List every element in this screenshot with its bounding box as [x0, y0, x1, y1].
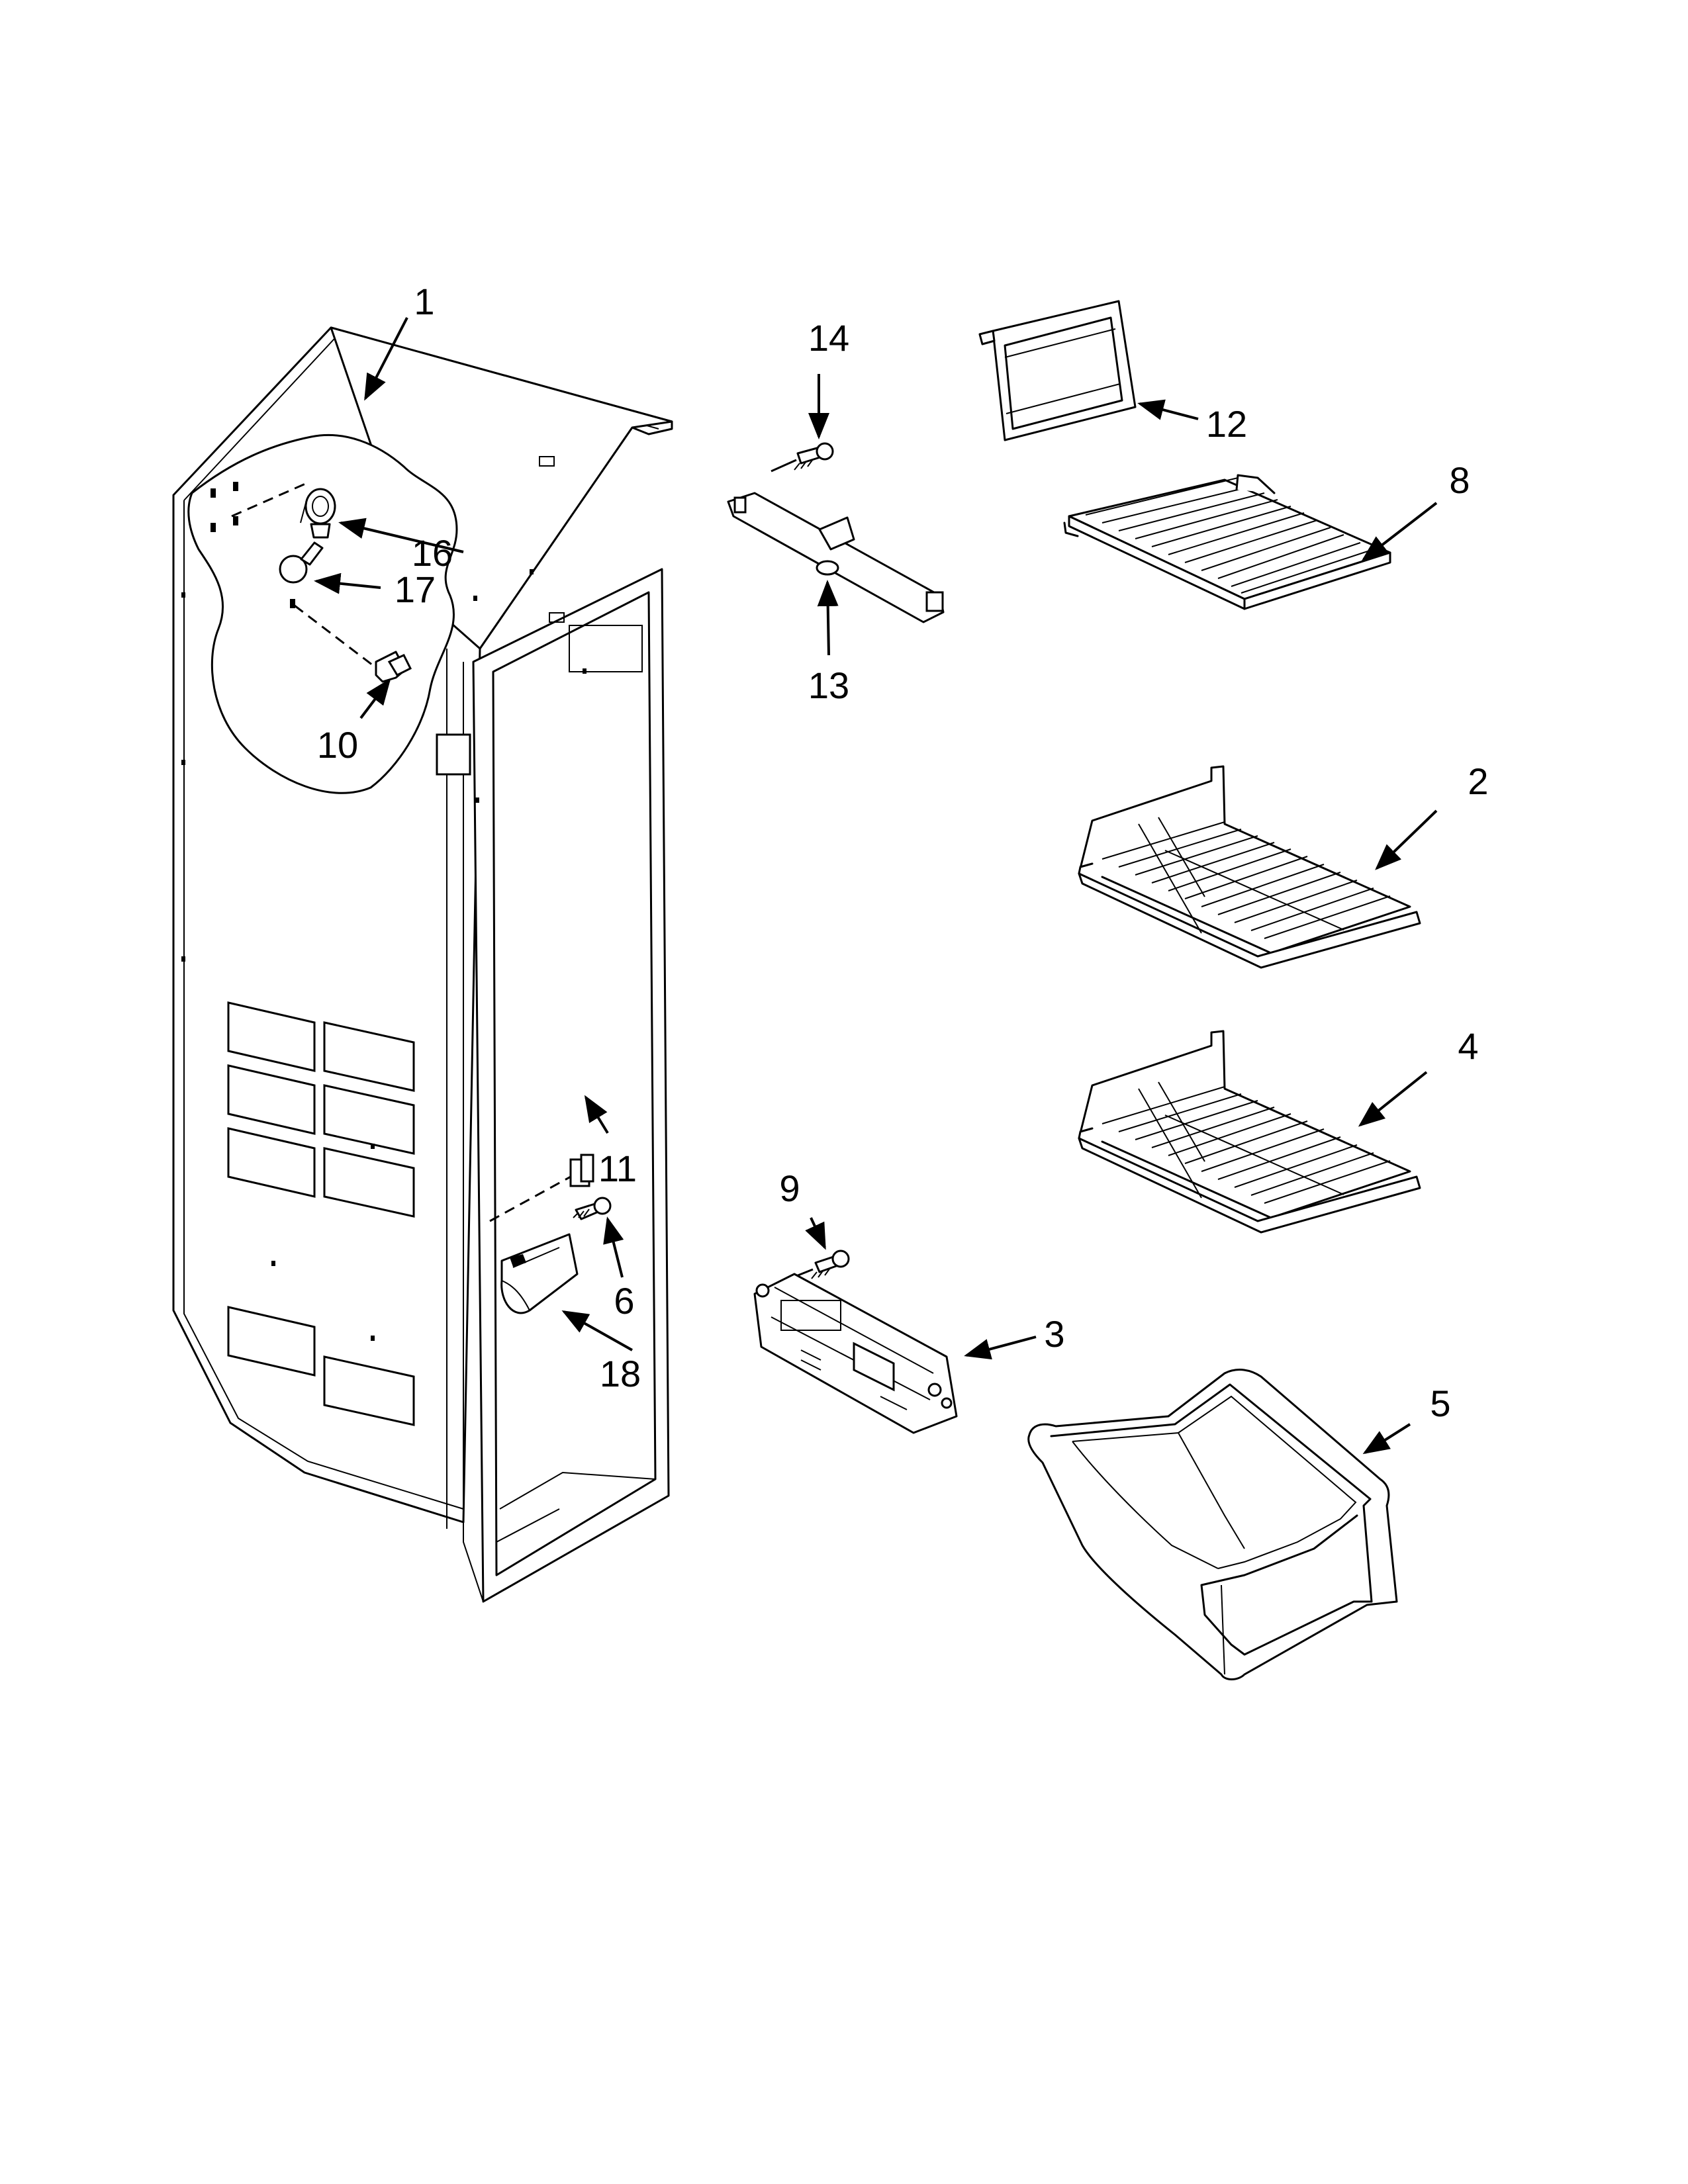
callout-1: 1 [414, 281, 434, 322]
callout-6: 6 [614, 1280, 634, 1322]
callout-3: 3 [1044, 1313, 1064, 1355]
callout-14: 14 [808, 317, 849, 359]
clip-part [489, 1154, 594, 1222]
bin-part-5 [1027, 1369, 1398, 1680]
callout-17: 17 [395, 569, 436, 610]
leader-lines [314, 317, 1438, 1455]
callout-4: 4 [1458, 1025, 1478, 1067]
callout-11: 11 [598, 1148, 637, 1189]
light-housing [753, 1273, 958, 1434]
callout-8: 8 [1449, 459, 1470, 501]
shelf-part-2 [1078, 765, 1421, 969]
callout-16: 16 [412, 532, 453, 574]
panel-part-12 [978, 300, 1137, 441]
callout-18: 18 [600, 1353, 641, 1394]
shelf-part-4 [1078, 1030, 1421, 1234]
callout-9: 9 [779, 1167, 800, 1209]
screw-part-9 [792, 1250, 850, 1279]
callout-13: 13 [808, 664, 849, 706]
callout-labels: 1 2 3 4 5 6 8 9 10 11 12 13 14 16 17 18 [317, 281, 1489, 1424]
callout-12: 12 [1206, 403, 1247, 445]
shelf-part-8 [1063, 474, 1391, 610]
light-socket [300, 488, 336, 539]
light-switch [375, 651, 412, 683]
support-bracket [727, 492, 945, 623]
screw-part-6 [573, 1197, 612, 1220]
callout-2: 2 [1468, 760, 1488, 802]
light-bulb [279, 541, 324, 584]
callout-5: 5 [1430, 1383, 1450, 1424]
screw-part-14 [771, 442, 834, 473]
light-shield [500, 1233, 579, 1314]
callout-10: 10 [317, 724, 358, 766]
